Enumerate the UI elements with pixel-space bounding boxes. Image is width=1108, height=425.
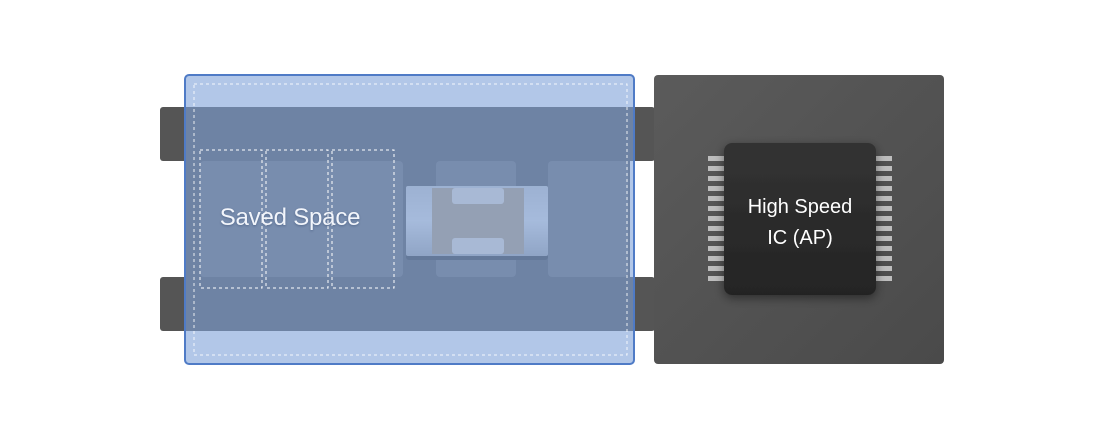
ic-lead — [874, 156, 892, 161]
ic-lead — [708, 266, 726, 271]
ic-lead — [874, 236, 892, 241]
ic-lead — [874, 276, 892, 281]
ic-lead — [708, 236, 726, 241]
ic-leads-right — [874, 156, 892, 281]
ic-lead — [708, 166, 726, 171]
ic-lead — [874, 266, 892, 271]
ic-lead — [708, 176, 726, 181]
ic-lead — [874, 216, 892, 221]
ic-lead — [708, 246, 726, 251]
ic-lead — [874, 166, 892, 171]
ic-label: High Speed IC (AP) — [724, 192, 876, 254]
ic-lead — [874, 186, 892, 191]
ic-lead — [708, 196, 726, 201]
ic-label-line1: High Speed — [747, 196, 853, 218]
ic-lead — [874, 176, 892, 181]
ic-lead — [874, 206, 892, 211]
ic-lead — [708, 276, 726, 281]
ic-lead — [874, 256, 892, 261]
ic-chip — [724, 143, 876, 295]
ic-lead — [874, 196, 892, 201]
ic-lead — [708, 156, 726, 161]
saved-space-boxes — [199, 149, 395, 289]
saved-space-label: Saved Space — [219, 204, 361, 231]
saved-space-overlay — [184, 74, 635, 365]
ic-lead — [708, 216, 726, 221]
ic-lead — [708, 256, 726, 261]
ic-lead — [708, 226, 726, 231]
ic-leads-left — [708, 156, 726, 281]
ic-lead — [874, 246, 892, 251]
ic-label-line2: IC (AP) — [767, 227, 833, 249]
ic-lead — [708, 186, 726, 191]
ic-lead — [874, 226, 892, 231]
ic-lead — [708, 206, 726, 211]
